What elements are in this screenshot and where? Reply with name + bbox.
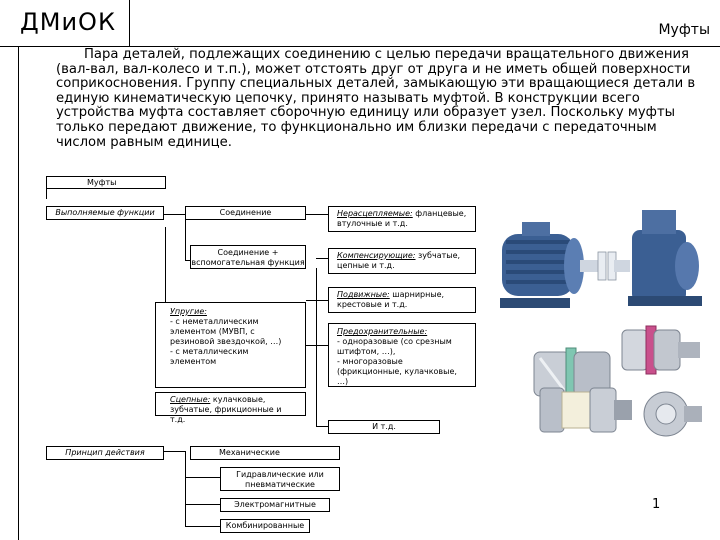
connection-box: Соединение bbox=[185, 206, 306, 220]
movable-box: Подвижные: шарнирные, крестовые и т.д. bbox=[328, 287, 476, 313]
slide-title: ДМиОК bbox=[20, 8, 116, 36]
elastic-title: Упругие: bbox=[170, 307, 207, 316]
connector bbox=[306, 345, 328, 346]
electromagnetic-label: Электромагнитные bbox=[234, 500, 316, 509]
connector bbox=[185, 526, 220, 527]
connection-label: Соединение bbox=[219, 208, 272, 217]
header-divider bbox=[0, 46, 720, 47]
connector bbox=[306, 214, 328, 215]
connection-plus-box: Соединение + вспомогательная функция bbox=[190, 245, 306, 269]
connector bbox=[316, 426, 328, 427]
intro-paragraph: Пара деталей, подлежащих соединению с це… bbox=[56, 47, 696, 150]
electromagnetic-box: Электромагнитные bbox=[220, 498, 330, 512]
movable-title: Подвижные: bbox=[337, 290, 390, 299]
combined-box: Комбинированные bbox=[220, 519, 310, 533]
mechanical-box: Механические bbox=[190, 446, 340, 460]
root-box: Муфты bbox=[46, 176, 166, 189]
connector bbox=[165, 227, 166, 302]
connector bbox=[306, 300, 328, 301]
elastic-item: - с неметаллическим элементом (МУВП, с р… bbox=[170, 317, 282, 346]
connector bbox=[185, 451, 186, 526]
connector bbox=[164, 214, 185, 215]
connector bbox=[185, 260, 190, 261]
combined-label: Комбинированные bbox=[225, 521, 305, 530]
connection-plus-label: Соединение + вспомогательная функция bbox=[191, 248, 305, 267]
compensating-title: Компенсирующие: bbox=[337, 251, 416, 260]
connector bbox=[185, 477, 220, 478]
elastic-box: Упругие: - с неметаллическим элементом (… bbox=[155, 302, 306, 388]
left-rail-line bbox=[18, 46, 19, 540]
connector bbox=[185, 214, 186, 260]
compensating-box: Компенсирующие: зубчатые, цепные и т.д. bbox=[328, 248, 476, 274]
safety-title: Предохранительные: bbox=[337, 327, 428, 336]
mechanical-label: Механические bbox=[219, 448, 280, 457]
rigid-box: Нерасцепляемые: фланцевые, втулочные и т… bbox=[328, 206, 476, 232]
section-title: Муфты bbox=[658, 22, 710, 38]
functions-label: Выполняемые функции bbox=[55, 208, 155, 217]
movable-text: шарнирные, крестовые и т.д. bbox=[337, 290, 445, 309]
functions-box: Выполняемые функции bbox=[46, 206, 164, 220]
safety-item: - одноразовые (со срезным штифтом, …), bbox=[337, 337, 452, 356]
rigid-title: Нерасцепляемые: bbox=[337, 209, 413, 218]
rigid-text: фланцевые, втулочные и т.д. bbox=[337, 209, 467, 228]
principle-label: Принцип действия bbox=[65, 448, 145, 457]
hydraulic-box: Гидравлические или пневматические bbox=[220, 467, 340, 491]
header-vertical-divider bbox=[129, 0, 130, 47]
motor-gearbox-photo bbox=[500, 210, 702, 308]
connector bbox=[185, 504, 220, 505]
compensating-text: зубчатые, цепные и т.д. bbox=[337, 251, 461, 270]
connector bbox=[46, 188, 47, 199]
connector bbox=[316, 258, 328, 259]
etc-box: И т.д. bbox=[328, 420, 440, 434]
clutch-text: кулачковые, зубчатые, фрикционные и т.д. bbox=[170, 395, 282, 424]
safety-item: - многоразовые (фрикционные, кулачковые,… bbox=[337, 357, 457, 386]
elastic-item: - с металлическим элементом bbox=[170, 347, 249, 366]
couplings-photo bbox=[533, 325, 702, 437]
hydraulic-label: Гидравлические или пневматические bbox=[236, 470, 324, 489]
clutch-title: Сцепные: bbox=[170, 395, 211, 404]
safety-box: Предохранительные: - одноразовые (со сре… bbox=[328, 323, 476, 387]
root-label: Муфты bbox=[87, 178, 117, 187]
principle-box: Принцип действия bbox=[46, 446, 164, 460]
connector bbox=[316, 268, 317, 426]
page-number: 1 bbox=[652, 497, 661, 512]
connector bbox=[164, 451, 185, 452]
clutch-box: Сцепные: кулачковые, зубчатые, фрикционн… bbox=[155, 392, 306, 424]
etc-label: И т.д. bbox=[372, 422, 396, 431]
